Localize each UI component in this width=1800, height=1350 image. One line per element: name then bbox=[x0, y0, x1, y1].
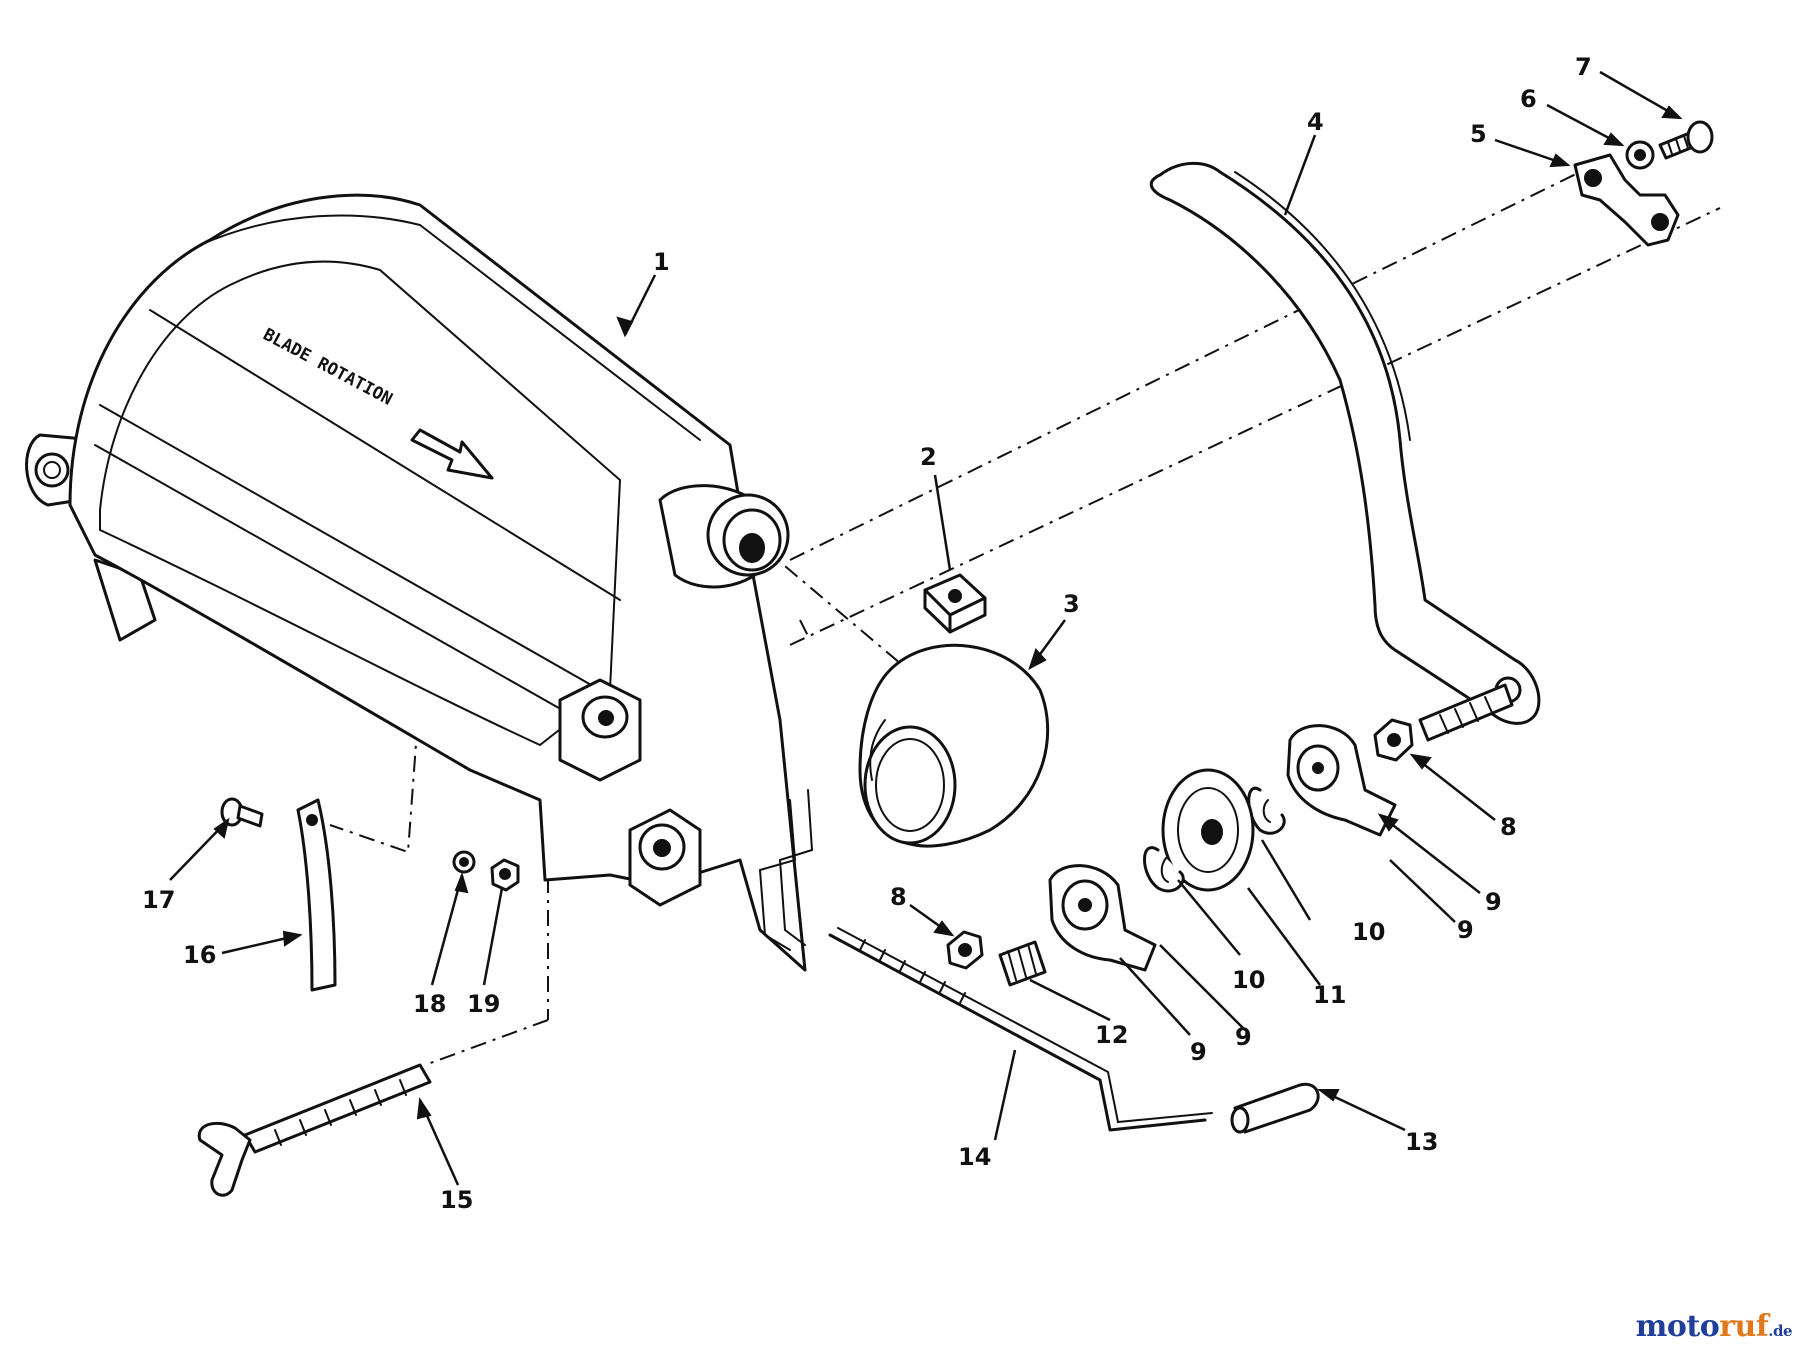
hex-nut-lower bbox=[946, 930, 984, 970]
callout-9-c: 9 bbox=[1235, 1023, 1252, 1051]
spring bbox=[998, 940, 1047, 987]
pivot-plate-lower bbox=[1048, 864, 1157, 972]
callout-14: 14 bbox=[958, 1143, 991, 1171]
callout-8-upper: 8 bbox=[1500, 813, 1517, 841]
callout-16: 16 bbox=[183, 941, 216, 969]
callout-9-b: 9 bbox=[1457, 916, 1474, 944]
small-screw bbox=[220, 797, 264, 828]
callout-6: 6 bbox=[1520, 85, 1537, 113]
threaded-rod bbox=[828, 927, 1213, 1132]
callout-9-a: 9 bbox=[1485, 888, 1502, 916]
callout-3: 3 bbox=[1063, 590, 1080, 618]
pivot-plate-upper bbox=[1286, 724, 1397, 837]
callout-19: 19 bbox=[467, 990, 500, 1018]
watermark-tld: .de bbox=[1768, 1322, 1792, 1340]
callout-2: 2 bbox=[920, 443, 937, 471]
cone-bushing bbox=[858, 643, 1050, 848]
callout-4: 4 bbox=[1307, 108, 1324, 136]
carriage-bolt bbox=[1418, 683, 1514, 742]
flat-disc-washer bbox=[1161, 768, 1255, 892]
callout-1: 1 bbox=[653, 248, 670, 276]
small-nut bbox=[490, 858, 520, 892]
e-clip-lower bbox=[1143, 846, 1185, 893]
blade-guard: BLADE ROTATION bbox=[25, 193, 814, 972]
callout-17: 17 bbox=[142, 886, 175, 914]
square-nut bbox=[923, 573, 987, 634]
callout-8-lower: 8 bbox=[890, 883, 907, 911]
screw bbox=[1658, 120, 1714, 160]
callout-labels: 1 2 3 4 5 6 7 8 8 9 9 9 9 10 10 11 12 13… bbox=[142, 53, 1592, 1214]
callout-5: 5 bbox=[1470, 120, 1487, 148]
e-clip-upper bbox=[1247, 786, 1286, 835]
callout-10-a: 10 bbox=[1352, 918, 1385, 946]
watermark-part2: ruf bbox=[1719, 1309, 1769, 1344]
wing-bolt bbox=[197, 1063, 432, 1197]
mounting-bracket bbox=[1573, 153, 1680, 247]
star-washer bbox=[452, 850, 476, 874]
callout-18: 18 bbox=[413, 990, 446, 1018]
motoruf-watermark: motoruf.de bbox=[1635, 1309, 1793, 1344]
support-arm bbox=[1149, 161, 1541, 725]
lock-washer bbox=[1625, 140, 1655, 170]
callout-7: 7 bbox=[1575, 53, 1592, 81]
latch-strip bbox=[296, 798, 337, 992]
hex-nut-upper bbox=[1373, 718, 1414, 762]
rod-cap bbox=[1230, 1082, 1320, 1134]
leader-arrowheads bbox=[213, 105, 1683, 1120]
callout-12: 12 bbox=[1095, 1021, 1128, 1049]
watermark-part1: moto bbox=[1635, 1309, 1720, 1344]
callout-13: 13 bbox=[1405, 1128, 1438, 1156]
callout-15: 15 bbox=[440, 1186, 473, 1214]
callout-10-b: 10 bbox=[1232, 966, 1265, 994]
callout-9-d: 9 bbox=[1190, 1038, 1207, 1066]
callout-11: 11 bbox=[1313, 981, 1346, 1009]
